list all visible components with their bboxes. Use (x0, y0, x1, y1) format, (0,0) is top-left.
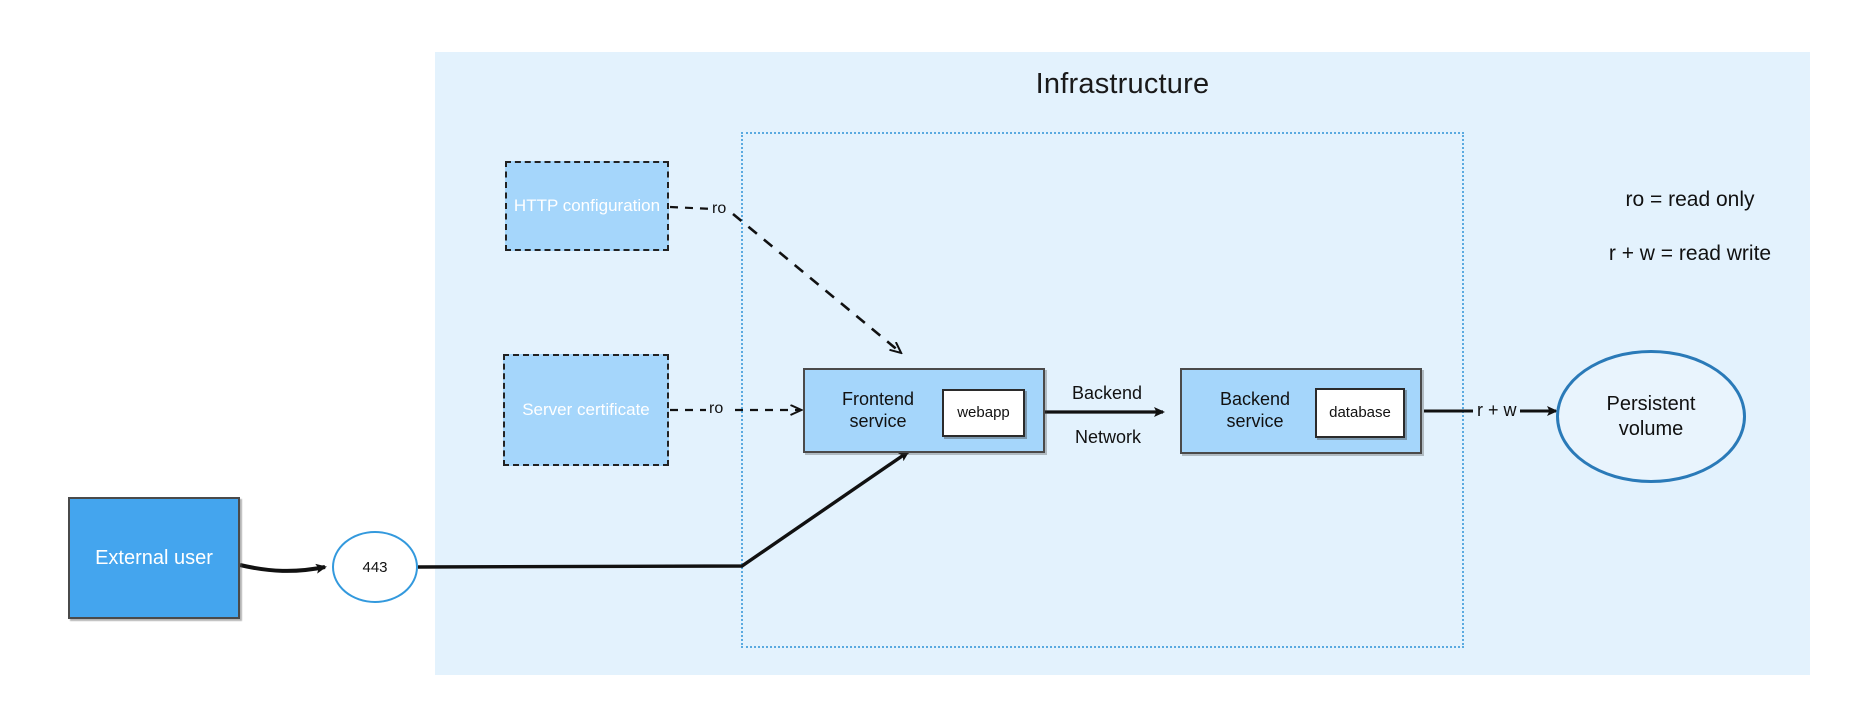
persistent-volume-label-line1: Persistent (1606, 392, 1696, 415)
persistent-volume-label-line2: volume (1618, 417, 1684, 440)
server-certificate-label: Server certificate (522, 399, 650, 419)
backend-network-boundary (741, 132, 1464, 648)
node-server-certificate[interactable]: Server certificate (503, 354, 669, 466)
edge-label-backend-network-line2: Network (1075, 427, 1142, 447)
backend-service-label-line2: service (1226, 411, 1284, 431)
database-label: database (1329, 403, 1391, 421)
edge-external-user-to-port (239, 563, 327, 574)
edge-label-http-config-ro: ro (712, 200, 727, 217)
node-persistent-volume[interactable]: Persistent volume (1556, 350, 1746, 483)
container-webapp[interactable]: webapp (942, 389, 1025, 437)
legend-read-write: r + w = read write (1608, 242, 1772, 265)
node-external-user[interactable]: External user (68, 497, 240, 619)
persistent-volume-label: Persistent volume (1607, 392, 1696, 442)
frontend-service-label-line1: Frontend (841, 388, 915, 409)
external-user-label: External user (95, 546, 213, 569)
edge-label-server-cert-ro: ro (709, 400, 724, 417)
node-frontend-service[interactable]: Frontend service webapp (803, 368, 1045, 453)
frontend-service-label-line2: service (849, 410, 907, 431)
container-database[interactable]: database (1315, 388, 1405, 438)
webapp-label: webapp (957, 403, 1010, 421)
backend-service-label: Backend service (1196, 389, 1314, 433)
http-configuration-label: HTTP configuration (513, 195, 661, 215)
legend-read-only: ro = read only (1625, 188, 1755, 211)
frontend-service-label: Frontend service (819, 389, 937, 433)
node-backend-service[interactable]: Backend service database (1180, 368, 1422, 454)
backend-service-label-line1: Backend (1219, 389, 1291, 410)
edge-label-read-write: r + w (1477, 400, 1517, 420)
edge-label-backend-network-line1: Backend (1072, 383, 1143, 403)
infrastructure-title: Infrastructure (1035, 68, 1210, 100)
node-http-configuration[interactable]: HTTP configuration (505, 161, 669, 251)
port-label: 443 (362, 558, 388, 576)
node-port-443[interactable]: 443 (332, 531, 418, 603)
